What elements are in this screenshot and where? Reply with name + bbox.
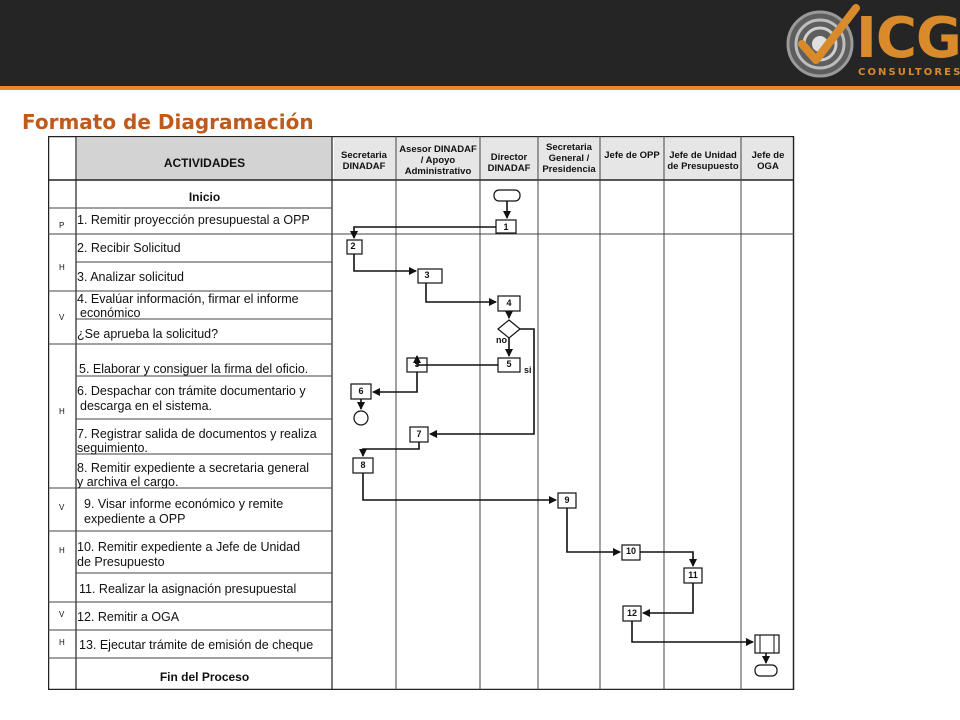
activity-text: seguimiento. <box>77 441 148 455</box>
role-header: Jefe de OPP <box>604 150 660 161</box>
role-header: Director DINADAF <box>487 152 531 174</box>
activity-text: 12. Remitir a OGA <box>77 610 180 624</box>
activity-text: 11. Realizar la asignación presupuestal <box>79 582 297 596</box>
role-header: Secretaria DINADAF <box>341 150 387 172</box>
flow-node-number: 6 <box>358 386 364 396</box>
activity-text: 13. Ejecutar trámite de emisión de chequ… <box>79 638 314 652</box>
logo-wordmark: ICG <box>856 6 960 71</box>
activity-text: 7. Registrar salida de documentos y real… <box>77 427 317 441</box>
activity-text: expediente a OPP <box>84 512 186 526</box>
code-label: H <box>59 407 65 416</box>
code-label: H <box>59 263 65 272</box>
activity-text: 1. Remitir proyección presupuestal a OPP <box>77 213 310 227</box>
decision-yes-label: si <box>524 365 532 375</box>
activity-text: descarga en el sistema. <box>80 399 213 413</box>
activity-text: 10. Remitir expediente a Jefe de Unidad <box>77 540 301 554</box>
role-header: Jefe de OGA <box>751 150 785 172</box>
flow-node-number: 4 <box>506 298 512 308</box>
start-label: Inicio <box>188 190 221 204</box>
slide-title: Formato de Diagramación <box>22 110 314 134</box>
header-rule <box>0 86 960 90</box>
flow-node-number: 12 <box>626 608 637 618</box>
activity-text: 3. Analizar solicitud <box>77 270 185 284</box>
flow-diagram: ACTIVIDADES Secretaria DINADAF Asesor DI… <box>48 136 796 690</box>
activity-text: ¿Se aprueba la solicitud? <box>77 327 219 341</box>
diagram-lines <box>48 136 795 690</box>
flow-node-number: 9 <box>564 495 570 505</box>
logo-emblem-icon <box>786 4 860 78</box>
flow-node-number: 1 <box>503 222 509 232</box>
role-header: Jefe de Unidad de Presupuesto <box>667 150 739 172</box>
activity-text: 4. Evalúar información, firmar el inform… <box>77 292 299 306</box>
activity-text: 6. Despachar con trámite documentario y <box>77 384 306 398</box>
flow-node-number: 7 <box>416 429 422 439</box>
flow-node-number: 5 <box>414 359 420 369</box>
activity-text: 2. Recibir Solicitud <box>77 241 181 255</box>
code-label: H <box>59 546 65 555</box>
activity-text: 9. Visar informe económico y remite <box>84 497 284 511</box>
code-label: V <box>59 313 65 322</box>
activity-text: 8. Remitir expediente a secretaria gener… <box>77 461 310 475</box>
flow-node-number: 2 <box>350 241 356 251</box>
activity-text: de Presupuesto <box>77 555 165 569</box>
activity-text: 5. Elaborar y consiguer la firma del ofi… <box>79 362 309 376</box>
code-label: V <box>59 610 65 619</box>
logo-subtitle: CONSULTORES <box>858 67 960 78</box>
flow-node-number: 10 <box>625 546 636 556</box>
decision-no-label: no <box>496 335 507 345</box>
role-header: Asesor DINADAF / Apoyo Administrativo <box>399 144 477 177</box>
role-header: Secretaria General / Presidencia <box>542 142 596 175</box>
activities-header: ACTIVIDADES <box>163 156 246 170</box>
end-label: Fin del Proceso <box>159 670 250 684</box>
flow-node-number: 3 <box>424 270 430 280</box>
flow-node-number: 11 <box>688 570 698 580</box>
flow-node-number: 5 <box>506 359 512 369</box>
activity-text: económico <box>80 306 141 320</box>
code-label: P <box>59 221 65 230</box>
activity-text: y archiva el cargo. <box>77 475 179 489</box>
flow-node-number: 8 <box>360 460 366 470</box>
code-label: V <box>59 503 65 512</box>
code-label: H <box>59 638 65 647</box>
